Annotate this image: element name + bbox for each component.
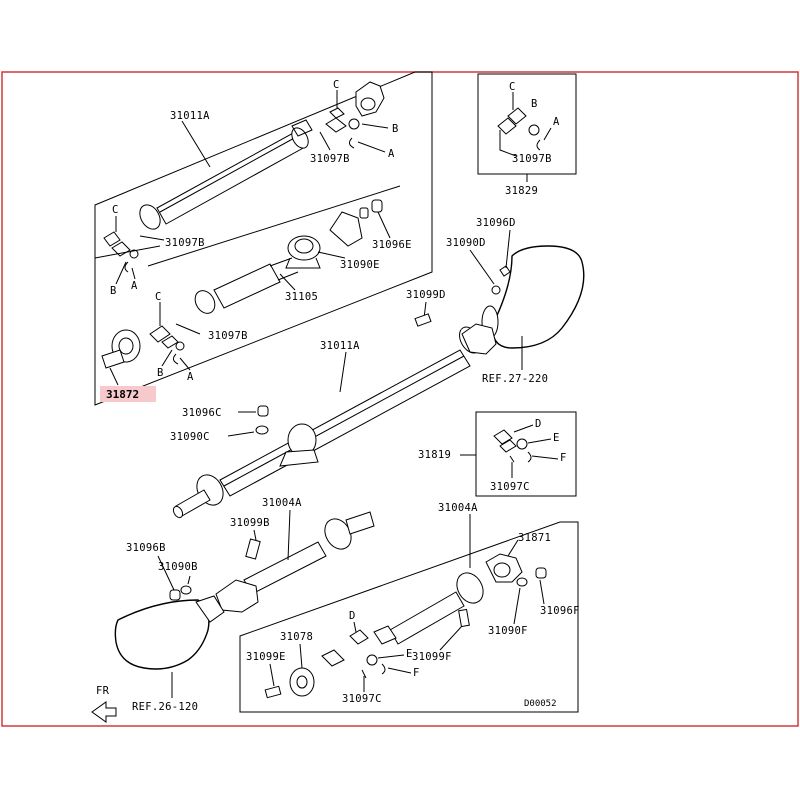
label-31090E: 31090E	[340, 259, 380, 271]
label-31004A-a: 31004A	[262, 497, 302, 509]
label-REF-27-220: REF.27-220	[482, 373, 548, 385]
letter-A-1: A	[388, 148, 395, 160]
coupling-31078	[264, 629, 386, 699]
letter-B-1: B	[392, 123, 399, 135]
upper-rear-ujoint	[325, 81, 385, 149]
label-31099F: 31099F	[412, 651, 452, 663]
diagram-code: D00052	[524, 699, 557, 709]
letter-A-2: A	[131, 280, 138, 292]
flange-31872	[101, 302, 185, 386]
label-31090B: 31090B	[158, 561, 198, 573]
label-31078: 31078	[280, 631, 313, 643]
label-31004A-b: 31004A	[438, 502, 478, 514]
rear-shaft-31004A-right	[373, 553, 523, 645]
label-31096E: 31096E	[372, 239, 412, 251]
highlight-31872	[100, 386, 156, 402]
label-REF-26-120: REF.26-120	[132, 701, 198, 713]
label-31099B: 31099B	[230, 517, 270, 529]
center-bearing-31090E	[285, 199, 383, 269]
label-31096B: 31096B	[126, 542, 166, 554]
letter-C-2: C	[112, 204, 119, 216]
letter-A-4: A	[553, 116, 560, 128]
label-31097B-d: 31097B	[512, 153, 552, 165]
transmission	[114, 595, 225, 670]
label-31096F: 31096F	[540, 605, 580, 617]
letter-A-3: A	[187, 371, 194, 383]
front-direction-arrow	[91, 701, 117, 723]
label-31097B-a: 31097B	[310, 153, 350, 165]
upper-shaft-31011A	[139, 119, 313, 230]
letter-C-3: C	[155, 291, 162, 303]
letter-E-1: E	[553, 432, 560, 444]
label-31829: 31829	[505, 185, 538, 197]
label-31099D: 31099D	[406, 289, 446, 301]
letter-F-2: F	[413, 667, 420, 679]
label-31011A-mid: 31011A	[320, 340, 360, 352]
letter-C-1: C	[333, 79, 340, 91]
letter-B-4: B	[531, 98, 538, 110]
label-31872[interactable]: 31872	[106, 388, 139, 401]
lower-kit-box	[239, 521, 579, 713]
label-31871: 31871	[518, 532, 551, 544]
ujoint-kit-31819	[493, 429, 532, 463]
label-31011A-top: 31011A	[170, 110, 210, 122]
letter-C-4: C	[509, 81, 516, 93]
label-31090C: 31090C	[170, 431, 210, 443]
label-31097B-c: 31097B	[208, 330, 248, 342]
label-31097C-b: 31097C	[342, 693, 382, 705]
box-31819	[475, 411, 577, 497]
letter-B-2: B	[110, 285, 117, 297]
main-shaft-31011A	[172, 323, 497, 519]
label-FR: FR	[96, 685, 110, 697]
label-31090F: 31090F	[488, 625, 528, 637]
outer-frame	[1, 71, 799, 727]
upper-front-ujoint	[103, 216, 139, 273]
label-31097B-b: 31097B	[165, 237, 205, 249]
letter-E-2: E	[406, 648, 413, 660]
label-31096C: 31096C	[182, 407, 222, 419]
letter-D-1: D	[535, 418, 542, 430]
label-31105: 31105	[285, 291, 318, 303]
ujoint-kit-31829	[497, 92, 541, 157]
label-31096D: 31096D	[476, 217, 516, 229]
label-31097C-a: 31097C	[490, 481, 530, 493]
label-31099E: 31099E	[246, 651, 286, 663]
front-shaft-31105	[194, 257, 299, 314]
rear-differential	[481, 245, 585, 349]
letter-D-2: D	[349, 610, 356, 622]
upper-guide-line	[147, 185, 401, 267]
label-31090D: 31090D	[446, 237, 486, 249]
letter-B-3: B	[157, 367, 164, 379]
label-31819: 31819	[418, 449, 451, 461]
front-shaft-31004A-left	[215, 511, 375, 613]
letter-F-1: F	[560, 452, 567, 464]
